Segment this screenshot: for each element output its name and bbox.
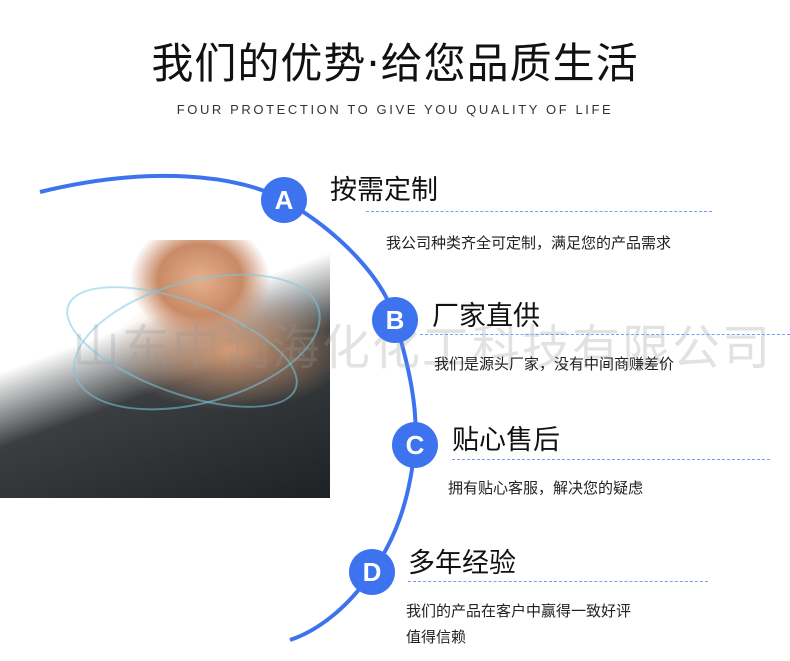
divider xyxy=(452,459,770,460)
item-title-a: 按需定制 xyxy=(330,175,438,206)
item-desc-d: 我们的产品在客户中赢得一致好评 xyxy=(406,602,632,620)
badge-b: B xyxy=(372,297,418,343)
page-subtitle: FOUR PROTECTION TO GIVE YOU QUALITY OF L… xyxy=(176,102,614,117)
badge-a: A xyxy=(261,177,307,223)
item-desc-a: 我公司种类齐全可定制，满足您的产品需求 xyxy=(386,234,672,252)
handshake-photo xyxy=(0,240,336,498)
item-title-d: 多年经验 xyxy=(408,548,516,579)
badge-d: D xyxy=(349,549,395,595)
divider xyxy=(366,211,712,212)
watermark: 山东中润海化化工科技有限公司 xyxy=(72,320,773,376)
item-desc-c: 拥有贴心客服，解决您的疑虑 xyxy=(448,479,644,497)
divider xyxy=(420,334,790,335)
item-desc-d-line2: 值得信赖 xyxy=(406,628,467,646)
item-desc-b: 我们是源头厂家，没有中间商赚差价 xyxy=(434,355,675,373)
divider xyxy=(408,581,708,582)
item-title-b: 厂家直供 xyxy=(432,301,540,332)
badge-c: C xyxy=(392,422,438,468)
item-title-c: 贴心售后 xyxy=(452,425,560,456)
page-title: 我们的优势·给您品质生活 xyxy=(151,39,639,88)
